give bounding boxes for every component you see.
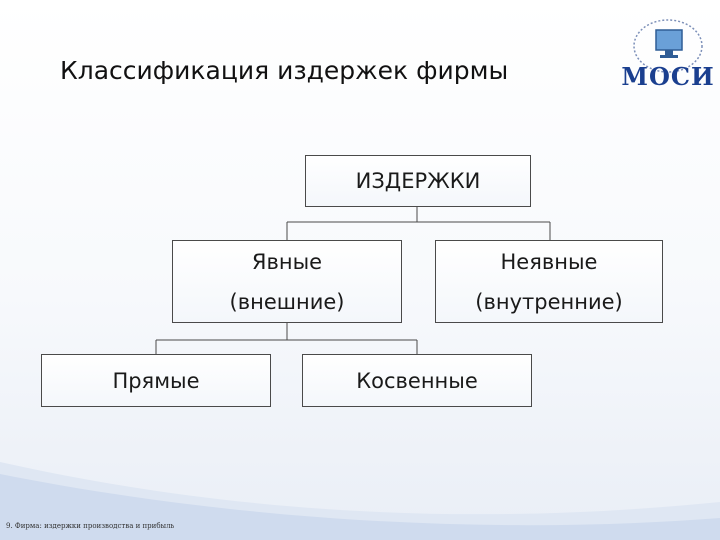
node-implicit-line2: (внутренние) [475,289,623,314]
node-indirect-costs: Косвенные [302,354,532,407]
mosi-logo: МОСИ [620,8,716,94]
node-explicit-line1: Явные [251,249,323,274]
page-title: Классификация издержек фирмы [60,56,509,85]
footer-caption: 9. Фирма: издержки производства и прибыл… [6,522,175,530]
node-implicit-line1: Неявные [500,249,598,274]
footer-wave [0,462,720,540]
computer-monitor-icon [633,19,703,73]
node-direct-label: Прямые [112,368,200,393]
node-explicit-costs: Явные (внешние) [172,240,402,323]
node-costs: ИЗДЕРЖКИ [305,155,531,207]
node-direct-costs: Прямые [41,354,271,407]
logo-text: МОСИ [621,62,715,91]
node-indirect-label: Косвенные [356,368,478,393]
node-costs-label: ИЗДЕРЖКИ [355,169,481,193]
node-explicit-line2: (внешние) [229,289,345,314]
node-implicit-costs: Неявные (внутренние) [435,240,663,323]
